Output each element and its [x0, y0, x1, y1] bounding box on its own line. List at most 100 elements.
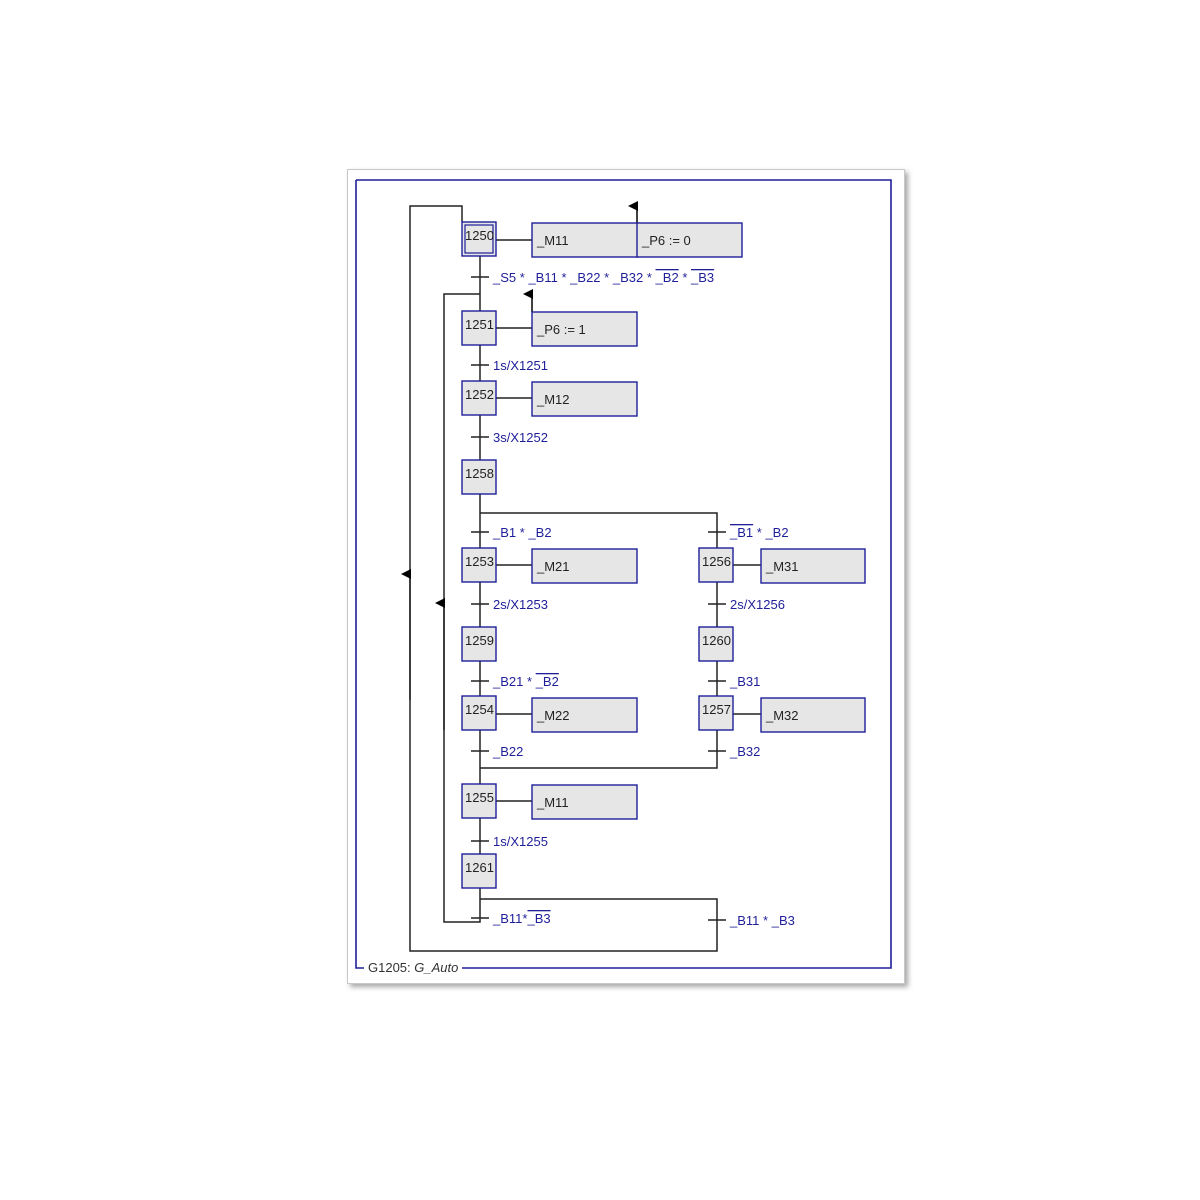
step-box: [698, 547, 734, 583]
frame-label: G1205: G_Auto: [368, 960, 458, 975]
step-number: 1257: [702, 702, 731, 717]
condition-token: _B3: [771, 913, 795, 928]
condition-token: _B2: [764, 525, 788, 540]
transition-1254[interactable]: _B22: [471, 744, 523, 759]
condition-token: *: [522, 911, 527, 926]
transition-1260[interactable]: _B31: [708, 674, 760, 689]
frame-name: G_Auto: [414, 960, 458, 975]
frame-border: [355, 179, 892, 969]
step-1250[interactable]: 1250: [461, 221, 497, 257]
chart-frame: G1205: G_Auto: [355, 179, 892, 975]
step-box: [698, 626, 734, 662]
transition-condition: 2s/X1256: [730, 597, 785, 612]
action-1255[interactable]: _M11: [531, 784, 638, 820]
actions: _M11_P6 := 0_P6 := 1_M12_M21_M31_M22_M32…: [531, 222, 866, 820]
transition-1250[interactable]: _S5 * _B11 * _B22 * _B32 * _B2 * _B3: [471, 270, 714, 285]
step-1257[interactable]: 1257: [698, 695, 734, 731]
join-1257-1255: [480, 730, 718, 769]
transition-condition: _B1 * _B2: [729, 525, 789, 540]
action-label: _M31: [765, 559, 799, 574]
frame-id: G1205:: [368, 960, 414, 975]
transition-1251[interactable]: 1s/X1251: [471, 358, 548, 373]
condition-token: _B31: [729, 674, 760, 689]
step-1253[interactable]: 1253: [461, 547, 497, 583]
step-number: 1258: [465, 466, 494, 481]
step-1259[interactable]: 1259: [461, 626, 497, 662]
transition-1259[interactable]: _B21 * _B2: [471, 674, 559, 689]
condition-token: _B11: [492, 911, 522, 926]
action-label: _M12: [536, 392, 570, 407]
action-label: _M22: [536, 708, 570, 723]
step-1252[interactable]: 1252: [461, 380, 497, 416]
transition-1261-left[interactable]: _B11*_B3: [471, 911, 551, 926]
transition-condition: _B31: [729, 674, 760, 689]
transition-condition: _B22: [492, 744, 523, 759]
action-label: _P6 := 1: [536, 322, 586, 337]
action-box: [531, 697, 638, 733]
step-box: [461, 783, 497, 819]
condition-token: *: [757, 525, 762, 540]
step-number: 1261: [465, 860, 494, 875]
step-1261[interactable]: 1261: [461, 853, 497, 889]
step-number: 1256: [702, 554, 731, 569]
condition-token: _B32: [612, 270, 643, 285]
transition-1257[interactable]: _B32: [708, 744, 760, 759]
transition-1261-right[interactable]: _B11 * _B3: [708, 913, 795, 928]
condition-token: *: [520, 270, 525, 285]
action-1253[interactable]: _M21: [531, 548, 638, 584]
transition-condition: _B32: [729, 744, 760, 759]
step-number: 1252: [465, 387, 494, 402]
action-box: [531, 311, 638, 347]
transitions: _S5 * _B11 * _B22 * _B32 * _B2 * _B3 1s/X…: [471, 270, 795, 928]
action-box: [760, 697, 866, 733]
negated-signal: _B1: [729, 525, 753, 540]
step-1255[interactable]: 1255: [461, 783, 497, 819]
transition-1255[interactable]: 1s/X1255: [471, 834, 548, 849]
transition-condition: _B21 * _B2: [492, 674, 559, 689]
step-1260[interactable]: 1260: [698, 626, 734, 662]
action-label: _M11: [536, 795, 569, 810]
action-1250[interactable]: _M11: [531, 222, 639, 258]
transition-1252[interactable]: 3s/X1252: [471, 430, 548, 445]
condition-token: _B22: [492, 744, 523, 759]
transition-condition: 1s/X1255: [493, 834, 548, 849]
condition-token: _B21: [492, 674, 523, 689]
step-1258[interactable]: 1258: [461, 459, 497, 495]
transition-1256[interactable]: 2s/X1256: [708, 597, 785, 612]
condition-token: 1s/X1251: [493, 358, 548, 373]
condition-token: _B32: [729, 744, 760, 759]
action-label: _P6 := 0: [641, 233, 691, 248]
action-label: _M32: [765, 708, 799, 723]
action-1251[interactable]: _P6 := 1: [531, 311, 638, 347]
transition-1258-right[interactable]: _B1 * _B2: [708, 525, 789, 540]
condition-token: 2s/X1256: [730, 597, 785, 612]
action-1250[interactable]: _P6 := 0: [636, 222, 743, 258]
condition-token: *: [647, 270, 652, 285]
action-box: [760, 548, 866, 584]
negated-signal: _B2: [535, 674, 559, 689]
grafcet-sheet: G1205: G_Auto _S5 * _B11 * _B22 * _B32 *…: [347, 169, 905, 984]
steps: 1250 1251 1252 1258 1253 1256 1259 1260 1254 1257…: [461, 221, 734, 889]
action-1257[interactable]: _M32: [760, 697, 866, 733]
action-1256[interactable]: _M31: [760, 548, 866, 584]
connection-lines: [401, 201, 761, 952]
condition-token: _S5: [492, 270, 516, 285]
action-box: [636, 222, 743, 258]
initial-step-marker: [464, 224, 494, 254]
condition-token: *: [561, 270, 566, 285]
action-1254[interactable]: _M22: [531, 697, 638, 733]
action-box: [531, 548, 638, 584]
condition-token: _B11: [527, 270, 557, 285]
action-1252[interactable]: _M12: [531, 381, 638, 417]
transition-1253[interactable]: 2s/X1253: [471, 597, 548, 612]
step-box: [461, 380, 497, 416]
loop-to-1250: [409, 205, 718, 952]
step-1254[interactable]: 1254: [461, 695, 497, 731]
action-box: [531, 222, 639, 258]
transition-1258-left[interactable]: _B1 * _B2: [471, 525, 552, 540]
step-1251[interactable]: 1251: [461, 310, 497, 346]
step-box: [461, 853, 497, 889]
step-number: 1254: [465, 702, 494, 717]
transition-condition: _B11*_B3: [492, 911, 551, 926]
step-1256[interactable]: 1256: [698, 547, 734, 583]
